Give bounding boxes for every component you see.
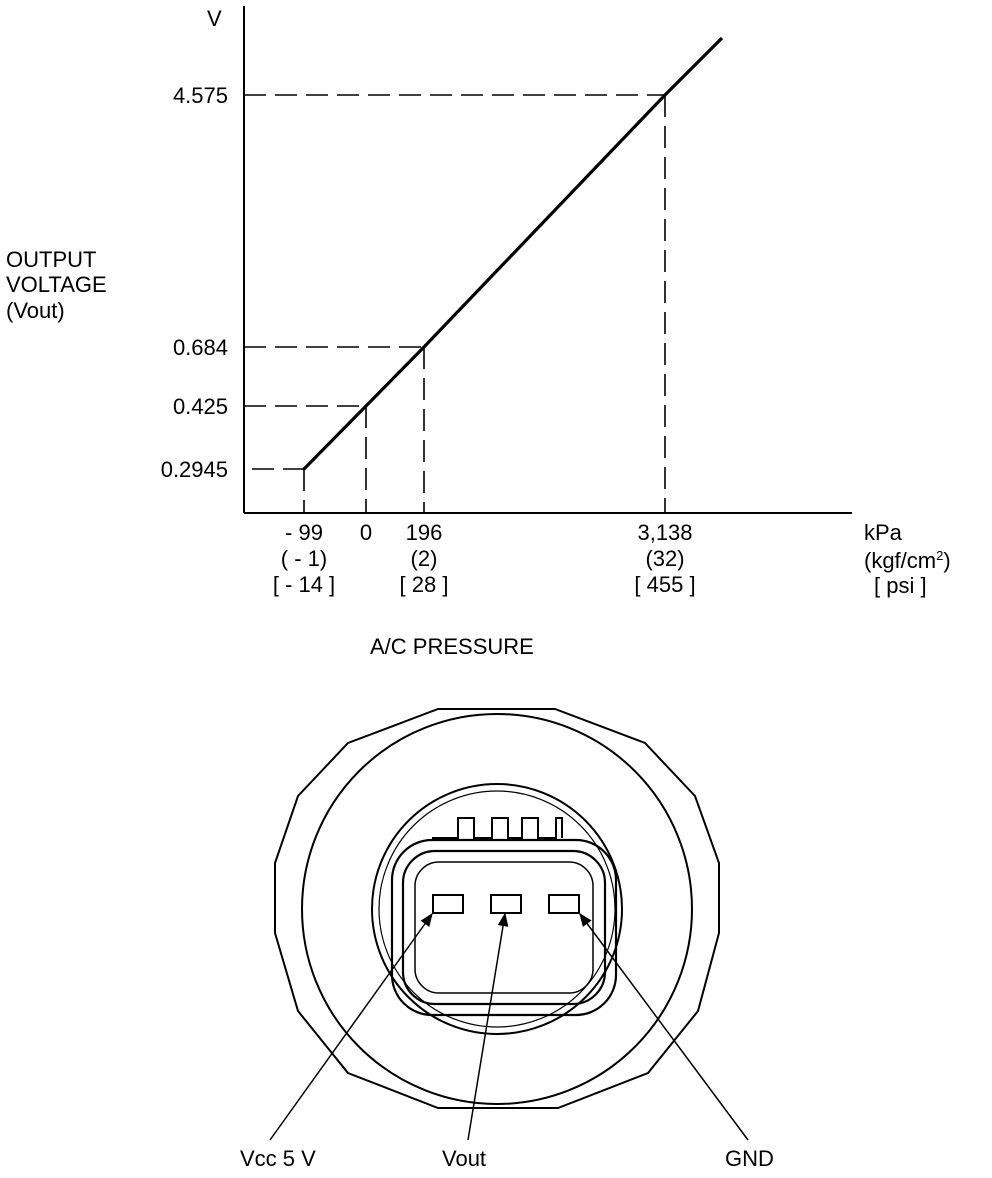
- x-unit-psi: [ psi ]: [874, 573, 927, 598]
- y-tick-labels: 0.2945 0.425 0.684 4.575: [161, 83, 228, 482]
- x-tick-label-2-row-0: 196: [406, 520, 443, 545]
- data-point-3: [663, 93, 667, 97]
- data-point-2: [422, 345, 426, 349]
- y-axis-title-line-1: OUTPUT: [6, 247, 96, 272]
- output-voltage-chart: 0.2945 0.425 0.684 4.575 - 99( - 1)[ - 14 ]…: [6, 6, 951, 659]
- data-point-0: [302, 467, 306, 471]
- x-tick-label-0-row-2: [ - 14 ]: [273, 572, 335, 597]
- y-unit-label: V: [207, 6, 222, 31]
- connector-housing-outer: [390, 838, 618, 1017]
- sensor-body-ring: [301, 713, 693, 1105]
- connector-housing-inner: [414, 861, 594, 994]
- x-tick-label-2-row-2: [ 28 ]: [400, 572, 449, 597]
- pin-label-vcc: Vcc 5 V: [240, 1146, 316, 1171]
- x-tick-labels: - 99( - 1)[ - 14 ] 0 196(2)[ 28 ] 3,138(32)…: [273, 520, 696, 597]
- x-tick-label-3-row-0: 3,138: [637, 520, 692, 545]
- pin-label-vout: Vout: [442, 1146, 486, 1171]
- x-axis-title: A/C PRESSURE: [370, 634, 534, 659]
- series-line: [302, 36, 724, 471]
- leader-gnd: [579, 912, 749, 1141]
- pin-vcc: [432, 894, 464, 914]
- pressure-sensor-connector: Vcc 5 V Vout GND: [240, 708, 774, 1171]
- pin-vout: [490, 894, 522, 914]
- y-axis-title-line-2: VOLTAGE: [6, 272, 107, 297]
- dashed-guide-lines: [244, 94, 666, 513]
- y-tick-label-1: 0.425: [173, 394, 228, 419]
- connector-bore-ring: [371, 783, 623, 1035]
- y-axis-title-line-3: (Vout): [6, 298, 65, 323]
- x-unit-kpa: kPa: [864, 520, 903, 545]
- hex-nut-outline: [274, 708, 720, 1109]
- x-unit-kgf-base: (kgf/cm: [864, 548, 936, 573]
- leader-vcc: [269, 912, 433, 1141]
- x-unit-kgf-close: ): [943, 548, 950, 573]
- pin-gnd: [548, 894, 580, 914]
- x-tick-label-3-row-1: (32): [645, 546, 684, 571]
- chart-axes: [243, 6, 852, 514]
- y-tick-label-2: 0.684: [173, 335, 228, 360]
- x-tick-label-2-row-1: (2): [411, 546, 438, 571]
- data-point-1: [364, 404, 368, 408]
- x-unit-kgf-superscript: 2: [936, 548, 943, 563]
- x-tick-label-0-row-1: ( - 1): [281, 546, 327, 571]
- x-tick-label-3-row-2: [ 455 ]: [634, 572, 695, 597]
- pin-label-gnd: GND: [725, 1146, 774, 1171]
- leader-vout: [467, 912, 509, 1141]
- x-tick-label-1-row-0: 0: [360, 520, 372, 545]
- x-tick-label-0-row-0: - 99: [285, 520, 323, 545]
- output-voltage-line: [302, 36, 724, 471]
- x-unit-kgf: (kgf/cm2): [864, 548, 951, 573]
- y-tick-label-3: 4.575: [173, 83, 228, 108]
- y-tick-label-0: 0.2945: [161, 457, 228, 482]
- connector-housing-middle: [401, 849, 607, 1006]
- connector-keying-tabs: [432, 817, 563, 839]
